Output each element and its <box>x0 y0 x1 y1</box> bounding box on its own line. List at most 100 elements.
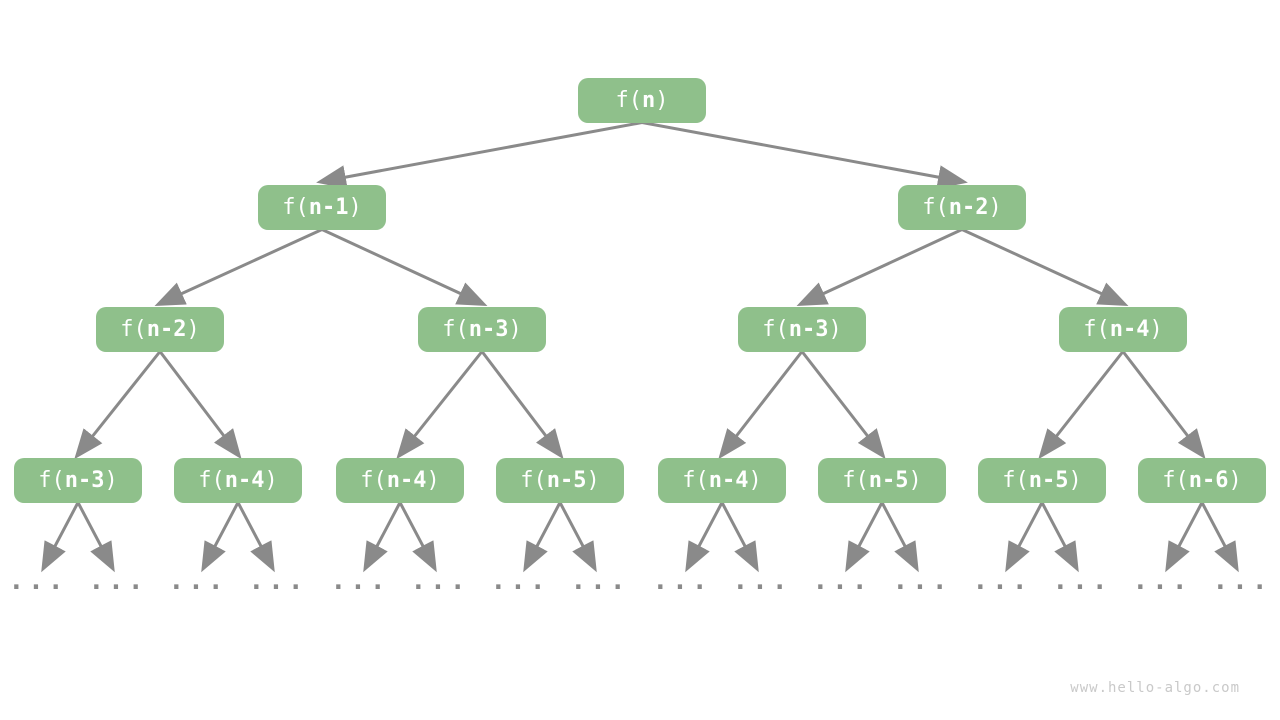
edge-arrow <box>845 501 884 573</box>
ellipsis: ... <box>248 566 308 596</box>
tree-node: f(n-1) <box>258 184 386 230</box>
edge-arrow <box>641 121 968 189</box>
tree-node: f(n-4) <box>658 457 786 503</box>
ellipsis: ... <box>1212 566 1272 596</box>
node-label-pre: f( <box>198 467 225 493</box>
tree-node: f(n-4) <box>174 457 302 503</box>
node-label-bold: n-3 <box>788 316 829 342</box>
node-label-pre: f( <box>615 87 643 113</box>
edge-arrow <box>720 501 759 573</box>
node-label-bold: n-3 <box>64 467 105 493</box>
edge-arrow <box>74 350 162 460</box>
tree-node: f(n-2) <box>96 306 224 352</box>
node-label-pre: f( <box>842 467 869 493</box>
node-label-pre: f( <box>38 467 65 493</box>
ellipsis: ... <box>812 566 872 596</box>
edge-arrow <box>1165 501 1204 573</box>
ellipsis: ... <box>88 566 148 596</box>
edge-arrow <box>880 501 919 573</box>
tree-node: f(n-5) <box>978 457 1106 503</box>
node-label-bold: n-4 <box>1109 316 1150 342</box>
tree-node: f(n-4) <box>1059 306 1187 352</box>
node-label-bold: n-2 <box>146 316 187 342</box>
node-label-post: ) <box>426 467 440 493</box>
edge-arrow <box>718 350 804 460</box>
ellipsis: ... <box>652 566 712 596</box>
node-label-pre: f( <box>1002 467 1029 493</box>
ellipsis: ... <box>168 566 228 596</box>
node-label-post: ) <box>988 194 1002 220</box>
tree-node: f(n-6) <box>1138 457 1266 503</box>
edge-arrow <box>1038 350 1125 460</box>
ellipsis: ... <box>8 566 68 596</box>
tree-node: f(n-3) <box>14 457 142 503</box>
edge-arrow <box>398 501 437 573</box>
node-label-post: ) <box>748 467 762 493</box>
edge-arrow <box>396 350 484 460</box>
ellipsis: ... <box>410 566 470 596</box>
ellipsis: ... <box>570 566 630 596</box>
edge-arrow <box>523 501 562 573</box>
node-label-bold: n-4 <box>386 467 427 493</box>
node-label-post: ) <box>186 316 200 342</box>
edge-arrow <box>41 501 80 573</box>
node-label-pre: f( <box>520 467 547 493</box>
node-label-bold: n-3 <box>468 316 509 342</box>
node-label-post: ) <box>655 87 669 113</box>
tree-node: f(n-5) <box>496 457 624 503</box>
node-label-pre: f( <box>762 316 789 342</box>
node-label-post: ) <box>264 467 278 493</box>
edge-arrow <box>321 228 488 307</box>
ellipsis: ... <box>1132 566 1192 596</box>
edge-arrow <box>800 350 886 460</box>
edge-arrow <box>158 350 242 460</box>
node-label-post: ) <box>828 316 842 342</box>
node-label-bold: n-5 <box>546 467 587 493</box>
edge-arrow <box>685 501 724 573</box>
tree-node: f(n-3) <box>738 306 866 352</box>
ellipsis: ... <box>490 566 550 596</box>
node-label-pre: f( <box>442 316 469 342</box>
edge-arrow <box>316 121 643 189</box>
edge-arrow <box>1121 350 1206 460</box>
node-label-pre: f( <box>120 316 147 342</box>
edge-arrow <box>236 501 275 573</box>
edge-arrow <box>480 350 564 460</box>
node-label-pre: f( <box>682 467 709 493</box>
node-label-bold: n-2 <box>948 194 989 220</box>
edge-arrow <box>558 501 597 573</box>
edge-arrow <box>1040 501 1079 573</box>
node-label-post: ) <box>348 194 362 220</box>
edge-arrow <box>1200 501 1239 573</box>
node-label-bold: n-6 <box>1188 467 1229 493</box>
node-label-bold: n-5 <box>1028 467 1069 493</box>
tree-node: f(n) <box>578 77 706 123</box>
node-label-post: ) <box>1149 316 1163 342</box>
edge-arrow <box>154 228 323 306</box>
node-label-bold: n-1 <box>308 194 349 220</box>
node-label-post: ) <box>104 467 118 493</box>
tree-node: f(n-3) <box>418 306 546 352</box>
watermark: www.hello-algo.com <box>1070 680 1240 696</box>
node-label-pre: f( <box>1083 316 1110 342</box>
node-label-pre: f( <box>922 194 949 220</box>
node-label-bold: n <box>642 87 656 113</box>
tree-node: f(n-4) <box>336 457 464 503</box>
node-label-pre: f( <box>1162 467 1189 493</box>
node-label-post: ) <box>908 467 922 493</box>
ellipsis: ... <box>972 566 1032 596</box>
ellipsis: ... <box>732 566 792 596</box>
node-label-pre: f( <box>282 194 309 220</box>
node-label-bold: n-5 <box>868 467 909 493</box>
edge-arrow <box>76 501 115 573</box>
edge-arrow <box>796 228 963 307</box>
tree-node: f(n-2) <box>898 184 1026 230</box>
edge-arrow <box>201 501 240 573</box>
edge-arrow <box>363 501 402 573</box>
tree-node: f(n-5) <box>818 457 946 503</box>
node-label-bold: n-4 <box>708 467 749 493</box>
edge-arrow <box>961 228 1129 307</box>
ellipsis: ... <box>1052 566 1112 596</box>
